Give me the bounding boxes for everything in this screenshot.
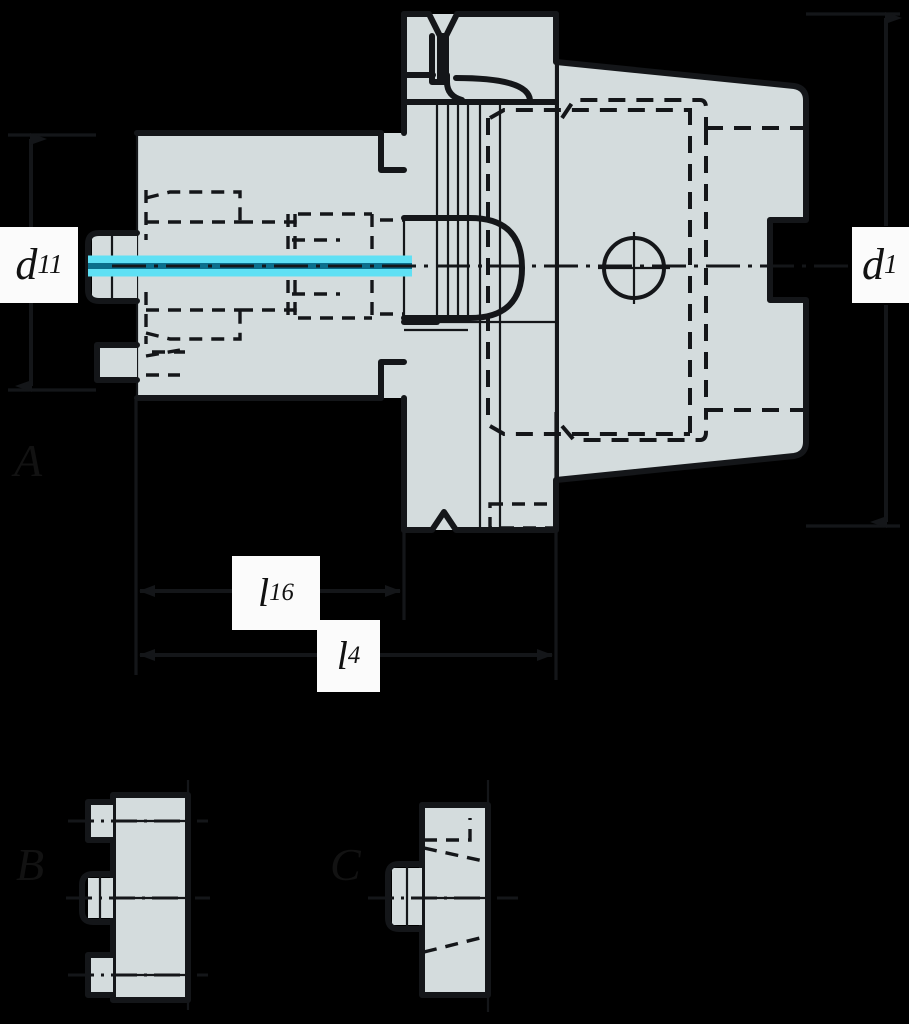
lower-boss-left	[94, 342, 140, 383]
d1-subscript: 1	[884, 249, 898, 280]
view-c	[368, 780, 518, 1012]
view-label-c: C	[330, 839, 361, 890]
dimension-d1	[806, 12, 902, 528]
l16-symbol: l	[258, 570, 270, 615]
view-label-b: B	[16, 839, 45, 890]
view-b	[66, 780, 210, 1010]
l4-subscript: 4	[347, 641, 361, 669]
hidden-lines-body	[486, 98, 812, 530]
flange-keyway	[401, 33, 559, 324]
tool-body-right	[553, 59, 809, 483]
l16-subscript: 16	[269, 578, 294, 606]
d11-symbol: d	[15, 240, 38, 289]
section-label-a: A	[14, 435, 43, 486]
flange-lower-step	[401, 102, 556, 530]
d11-subscript: 11	[37, 249, 63, 280]
l4-symbol: l	[336, 633, 348, 678]
d1-symbol: d	[862, 240, 884, 289]
main-assembly-view	[85, 11, 860, 533]
dimension-l16	[134, 400, 406, 675]
dimension-l4	[139, 412, 558, 680]
dimension-d11	[8, 133, 96, 392]
clamping-bore-circle	[598, 232, 670, 304]
